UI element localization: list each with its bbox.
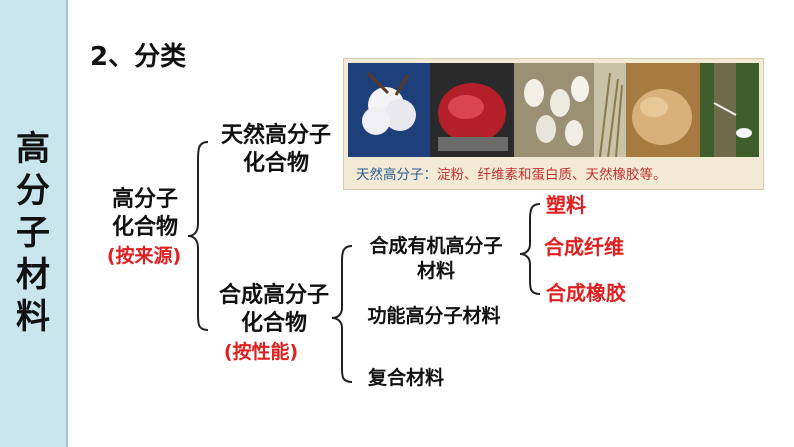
synthetic-line1: 合成高分子	[218, 283, 329, 308]
organic-node: 合成有机高分子 材料	[356, 234, 516, 284]
section-heading: 2、分类	[90, 42, 187, 72]
root-node: 高分子 化合物	[90, 186, 200, 242]
sidebar-title: 高 分 子 材 料	[12, 128, 54, 338]
leaf-synthetic-fiber: 合成纤维	[544, 235, 624, 259]
sidebar: 高 分 子 材 料	[0, 0, 66, 447]
organic-line1: 合成有机高分子	[369, 235, 503, 257]
wheat-icon	[594, 63, 626, 157]
root-line2: 化合物	[111, 215, 178, 240]
meat-icon	[430, 63, 514, 157]
rubber-tree-icon	[700, 63, 759, 157]
root-note: (按来源)	[106, 245, 182, 267]
caption-lead: 天然高分子：	[356, 167, 437, 183]
composite-node: 复合材料	[367, 367, 444, 389]
natural-line2: 化合物	[242, 151, 309, 176]
root-line1: 高分子	[111, 187, 178, 212]
cotton-icon	[348, 63, 430, 157]
sidebar-title-char: 高	[16, 129, 50, 169]
bracket-organic	[519, 203, 541, 295]
photo-caption: 天然高分子：淀粉、纤维素和蛋白质、天然橡胶等。	[356, 163, 667, 183]
leaf-plastic: 塑料	[546, 193, 586, 217]
sidebar-title-char: 分	[16, 171, 50, 211]
sidebar-title-char: 料	[16, 297, 50, 337]
natural-line1: 天然高分子	[220, 123, 331, 148]
synthetic-line2: 化合物	[240, 311, 307, 336]
photo-strip: 天然高分子：淀粉、纤维素和蛋白质、天然橡胶等。	[343, 58, 764, 190]
bracket-root	[187, 141, 209, 331]
functional-node: 功能高分子材料	[367, 305, 501, 327]
sidebar-title-char: 材	[16, 255, 50, 295]
bracket-synthetic	[331, 245, 353, 383]
synthetic-node: 合成高分子 化合物	[204, 282, 344, 338]
caption-items: 淀粉、纤维素和蛋白质、天然橡胶等。	[437, 167, 667, 183]
organic-line2: 材料	[416, 260, 455, 282]
sidebar-divider	[66, 0, 68, 447]
synthetic-note: (按性能)	[223, 341, 299, 363]
silk-cocoon-icon	[514, 63, 594, 157]
leaf-synthetic-rubber: 合成橡胶	[546, 281, 626, 305]
natural-node: 天然高分子 化合物	[206, 122, 346, 178]
wool-sheep-icon	[626, 63, 700, 157]
sidebar-title-char: 子	[16, 213, 50, 253]
photo-collage	[348, 63, 759, 157]
